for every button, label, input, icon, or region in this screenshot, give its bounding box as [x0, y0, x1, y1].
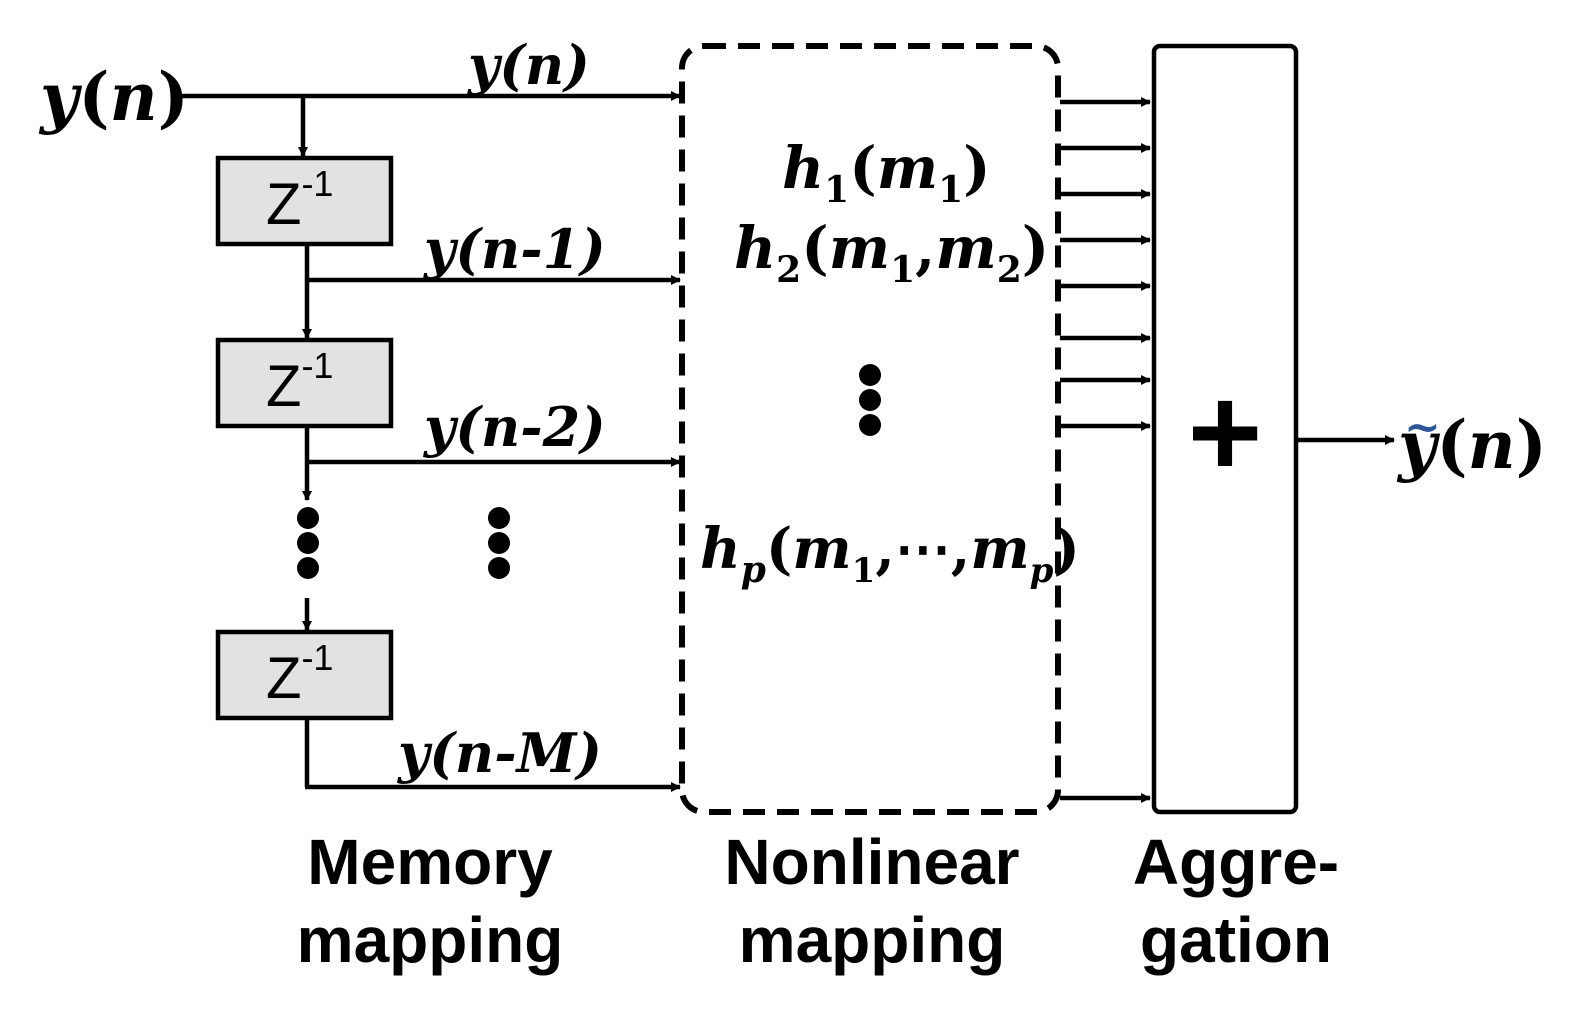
caption-memory-line1: Memory [307, 826, 553, 898]
tap-ellipsis [488, 507, 510, 579]
caption-aggregation-line2: gation [1140, 904, 1332, 976]
tap-label-0: y(n) [467, 33, 590, 97]
svg-text:Z-1: Z-1 [266, 163, 333, 237]
svg-text:Z-1: Z-1 [266, 345, 333, 419]
kernel-hp: hp(m1,⋯,mp) [700, 516, 1080, 591]
caption-nonlinear-line1: Nonlinear [724, 826, 1019, 898]
input-signal-label: y(n) [38, 58, 189, 136]
wires [180, 91, 681, 792]
tap-label-3: y(n-M) [397, 721, 602, 785]
delay-block-3: Z-1 [215, 629, 394, 721]
output-tilde: ~ [1404, 402, 1441, 453]
delay-block-2: Z-1 [215, 337, 394, 429]
kernel-h2: h2(m1,m2) [734, 214, 1049, 291]
input-symbol: y [38, 58, 83, 136]
sum-symbol: + [1188, 361, 1263, 504]
delay-ellipsis [297, 507, 319, 579]
nonlinear-mapping-box [679, 43, 1061, 815]
kernel-h1: h1(m1) [782, 134, 991, 211]
svg-text:Z-1: Z-1 [266, 637, 333, 711]
delay-block-1: Z-1 [215, 155, 394, 247]
caption-aggregation-line1: Aggre- [1133, 826, 1339, 898]
output-signal-label: y(n) [1396, 406, 1547, 484]
caption-memory-line2: mapping [297, 904, 564, 976]
kernel-ellipsis [859, 364, 881, 436]
tap-label-1: y(n-1) [423, 217, 606, 281]
aggregation-box [1151, 43, 1299, 815]
caption-nonlinear-line2: mapping [739, 904, 1006, 976]
kernel-output-arrows [1060, 97, 1151, 803]
tap-label-2: y(n-2) [423, 395, 606, 459]
